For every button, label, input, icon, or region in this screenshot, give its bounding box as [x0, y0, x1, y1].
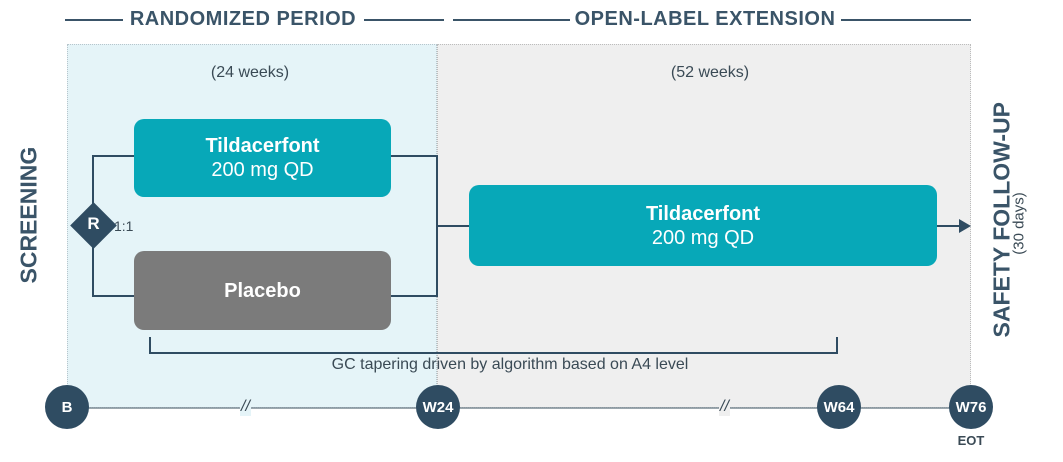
extension-arm-name: Tildacerfont: [645, 202, 761, 225]
header-rule-left-b: [364, 19, 444, 21]
header-rule-right-b: [841, 19, 971, 21]
randomization-ratio: 1:1: [114, 218, 134, 234]
open-label-extension-header: OPEN-LABEL EXTENSION: [574, 8, 836, 30]
extension-arm-box: Tildacerfont 200 mg QD: [469, 185, 937, 266]
timepoint-w64: W64: [817, 385, 861, 429]
randomization-symbol: R: [87, 214, 100, 233]
active-arm-dose: 200 mg QD: [211, 159, 314, 181]
active-arm-name: Tildacerfont: [205, 135, 320, 157]
header-rule-left-a: [65, 19, 123, 21]
timepoint-w76: W76: [949, 385, 993, 429]
timepoint-w24: W24: [416, 385, 460, 429]
active-arm-box: Tildacerfont 200 mg QD: [134, 119, 391, 197]
timepoint-baseline: B: [45, 385, 89, 429]
randomized-duration: (24 weeks): [210, 64, 290, 81]
arrow-head-icon: [959, 219, 971, 233]
open-label-duration: (52 weeks): [670, 64, 750, 81]
gc-tapering-note: GC tapering driven by algorithm based on…: [331, 356, 689, 373]
extension-arm-dose: 200 mg QD: [651, 226, 755, 249]
eot-label: EOT: [957, 433, 985, 448]
header-rule-right-a: [453, 19, 570, 21]
randomized-period-panel: [67, 44, 437, 408]
placebo-arm-name: Placebo: [224, 279, 301, 302]
randomized-period-header: RANDOMIZED PERIOD: [129, 8, 357, 30]
timeline-break-1: //: [240, 398, 251, 416]
timeline-break-2: //: [719, 398, 730, 416]
placebo-arm-box: Placebo: [134, 251, 391, 330]
